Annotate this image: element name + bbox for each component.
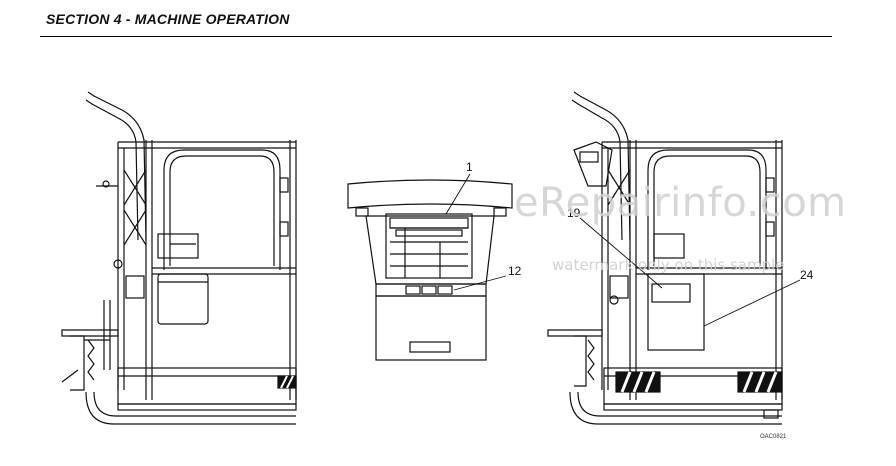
section-header: SECTION 4 - MACHINE OPERATION — [40, 10, 832, 37]
watermark-site: eRepairinfo.com — [514, 180, 847, 226]
callout-19: 19 — [567, 206, 581, 220]
left-platform-view — [61, 91, 297, 425]
callout-1: 1 — [466, 160, 473, 174]
callout-12: 12 — [508, 264, 522, 278]
center-control-box-view — [347, 173, 513, 361]
callout-24: 24 — [800, 268, 814, 282]
right-platform-view — [547, 91, 801, 425]
watermark-note: watermark only on this sample — [552, 256, 785, 274]
figure-code: OAC0821 — [760, 434, 787, 440]
section-title: SECTION 4 - MACHINE OPERATION — [46, 11, 290, 27]
